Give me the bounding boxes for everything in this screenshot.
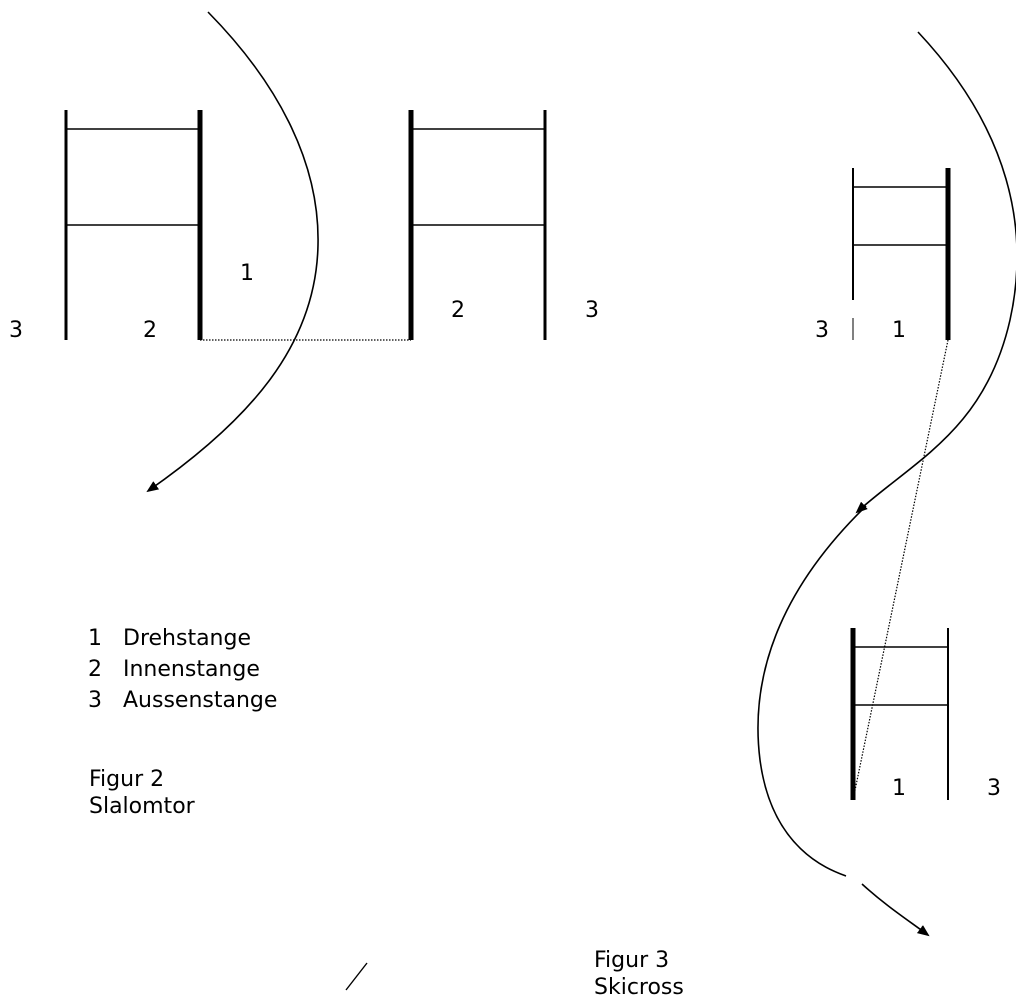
label-left-inner-pole: 2 [143,318,157,343]
skier-path-skicross-end [861,883,930,937]
skicross-gate-upper [852,168,951,340]
legend-text: Innenstange [123,657,260,682]
figure-2-caption: Figur 2 Slalomtor [89,766,195,820]
figure-title: Slalomtor [89,794,195,819]
label-lower-outer-pole: 3 [987,776,1001,801]
legend-number: 1 [88,626,102,651]
label-right-outer-pole: 3 [585,298,599,323]
legend-item: 2 Innenstange [88,659,260,681]
skicross-gate-lower [850,628,949,800]
label-right-inner-pole: 2 [451,298,465,323]
skier-path-slalom [146,11,319,493]
slalom-gate-left [64,110,203,340]
figure-title: Skicross [594,975,684,1000]
label-upper-outer-pole: 3 [815,318,829,343]
slalom-gate-right [408,110,547,340]
label-lower-turning-pole: 1 [892,776,906,801]
gate-connection-dotted [852,339,949,801]
partial-line-cutoff [345,962,368,991]
legend-item: 3 Aussenstange [88,690,277,712]
legend-text: Aussenstange [123,688,278,713]
legend-number: 2 [88,657,102,682]
skier-path-skicross-lower [757,505,867,877]
legend-item: 1 Drehstange [88,628,251,650]
label-turning-pole: 1 [240,261,254,286]
figure-number: Figur 3 [594,948,670,973]
legend-number: 3 [88,688,102,713]
legend-text: Drehstange [123,626,251,651]
skier-path-skicross-upper [855,31,1016,514]
label-left-outer-pole: 3 [9,318,23,343]
label-upper-turning-pole: 1 [892,318,906,343]
figure-number: Figur 2 [89,767,165,792]
